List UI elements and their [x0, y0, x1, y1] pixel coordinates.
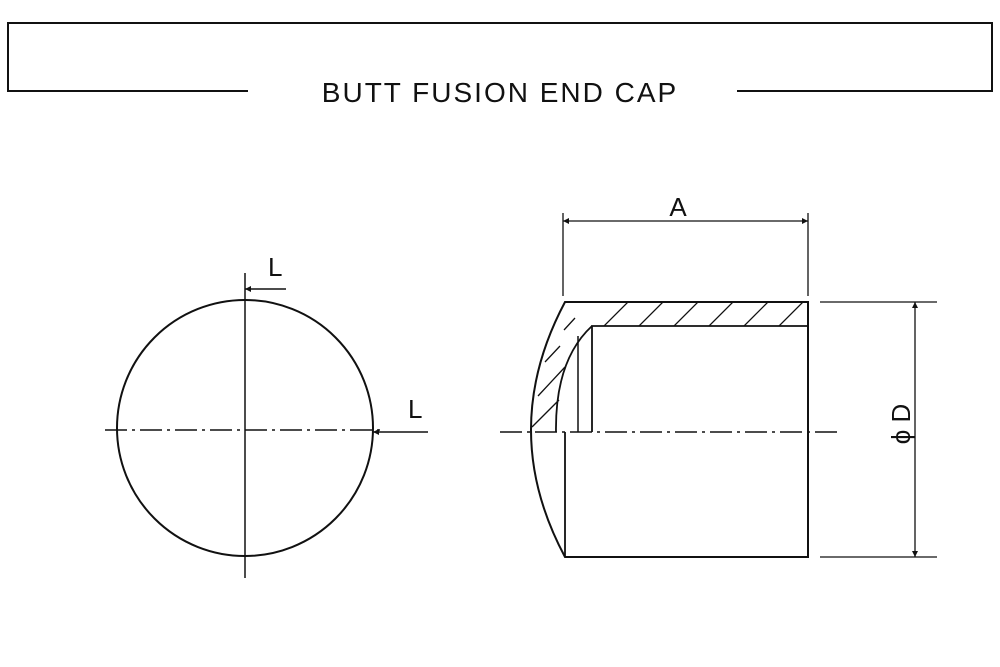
inner-bore	[591, 325, 808, 432]
inner-dome	[555, 325, 593, 433]
dim-a-label: A	[669, 192, 687, 222]
front-view	[105, 273, 428, 578]
dim-d-label: ϕ D	[886, 404, 916, 445]
l-right-label: L	[408, 394, 422, 424]
section-view	[500, 213, 937, 558]
hatch-top-wall	[603, 302, 804, 326]
cap-outline	[530, 301, 809, 558]
title-frame	[7, 22, 993, 92]
l-top-label: L	[268, 252, 282, 282]
page-title: BUTT FUSION END CAP	[322, 77, 678, 108]
hatch-dome	[531, 317, 576, 428]
